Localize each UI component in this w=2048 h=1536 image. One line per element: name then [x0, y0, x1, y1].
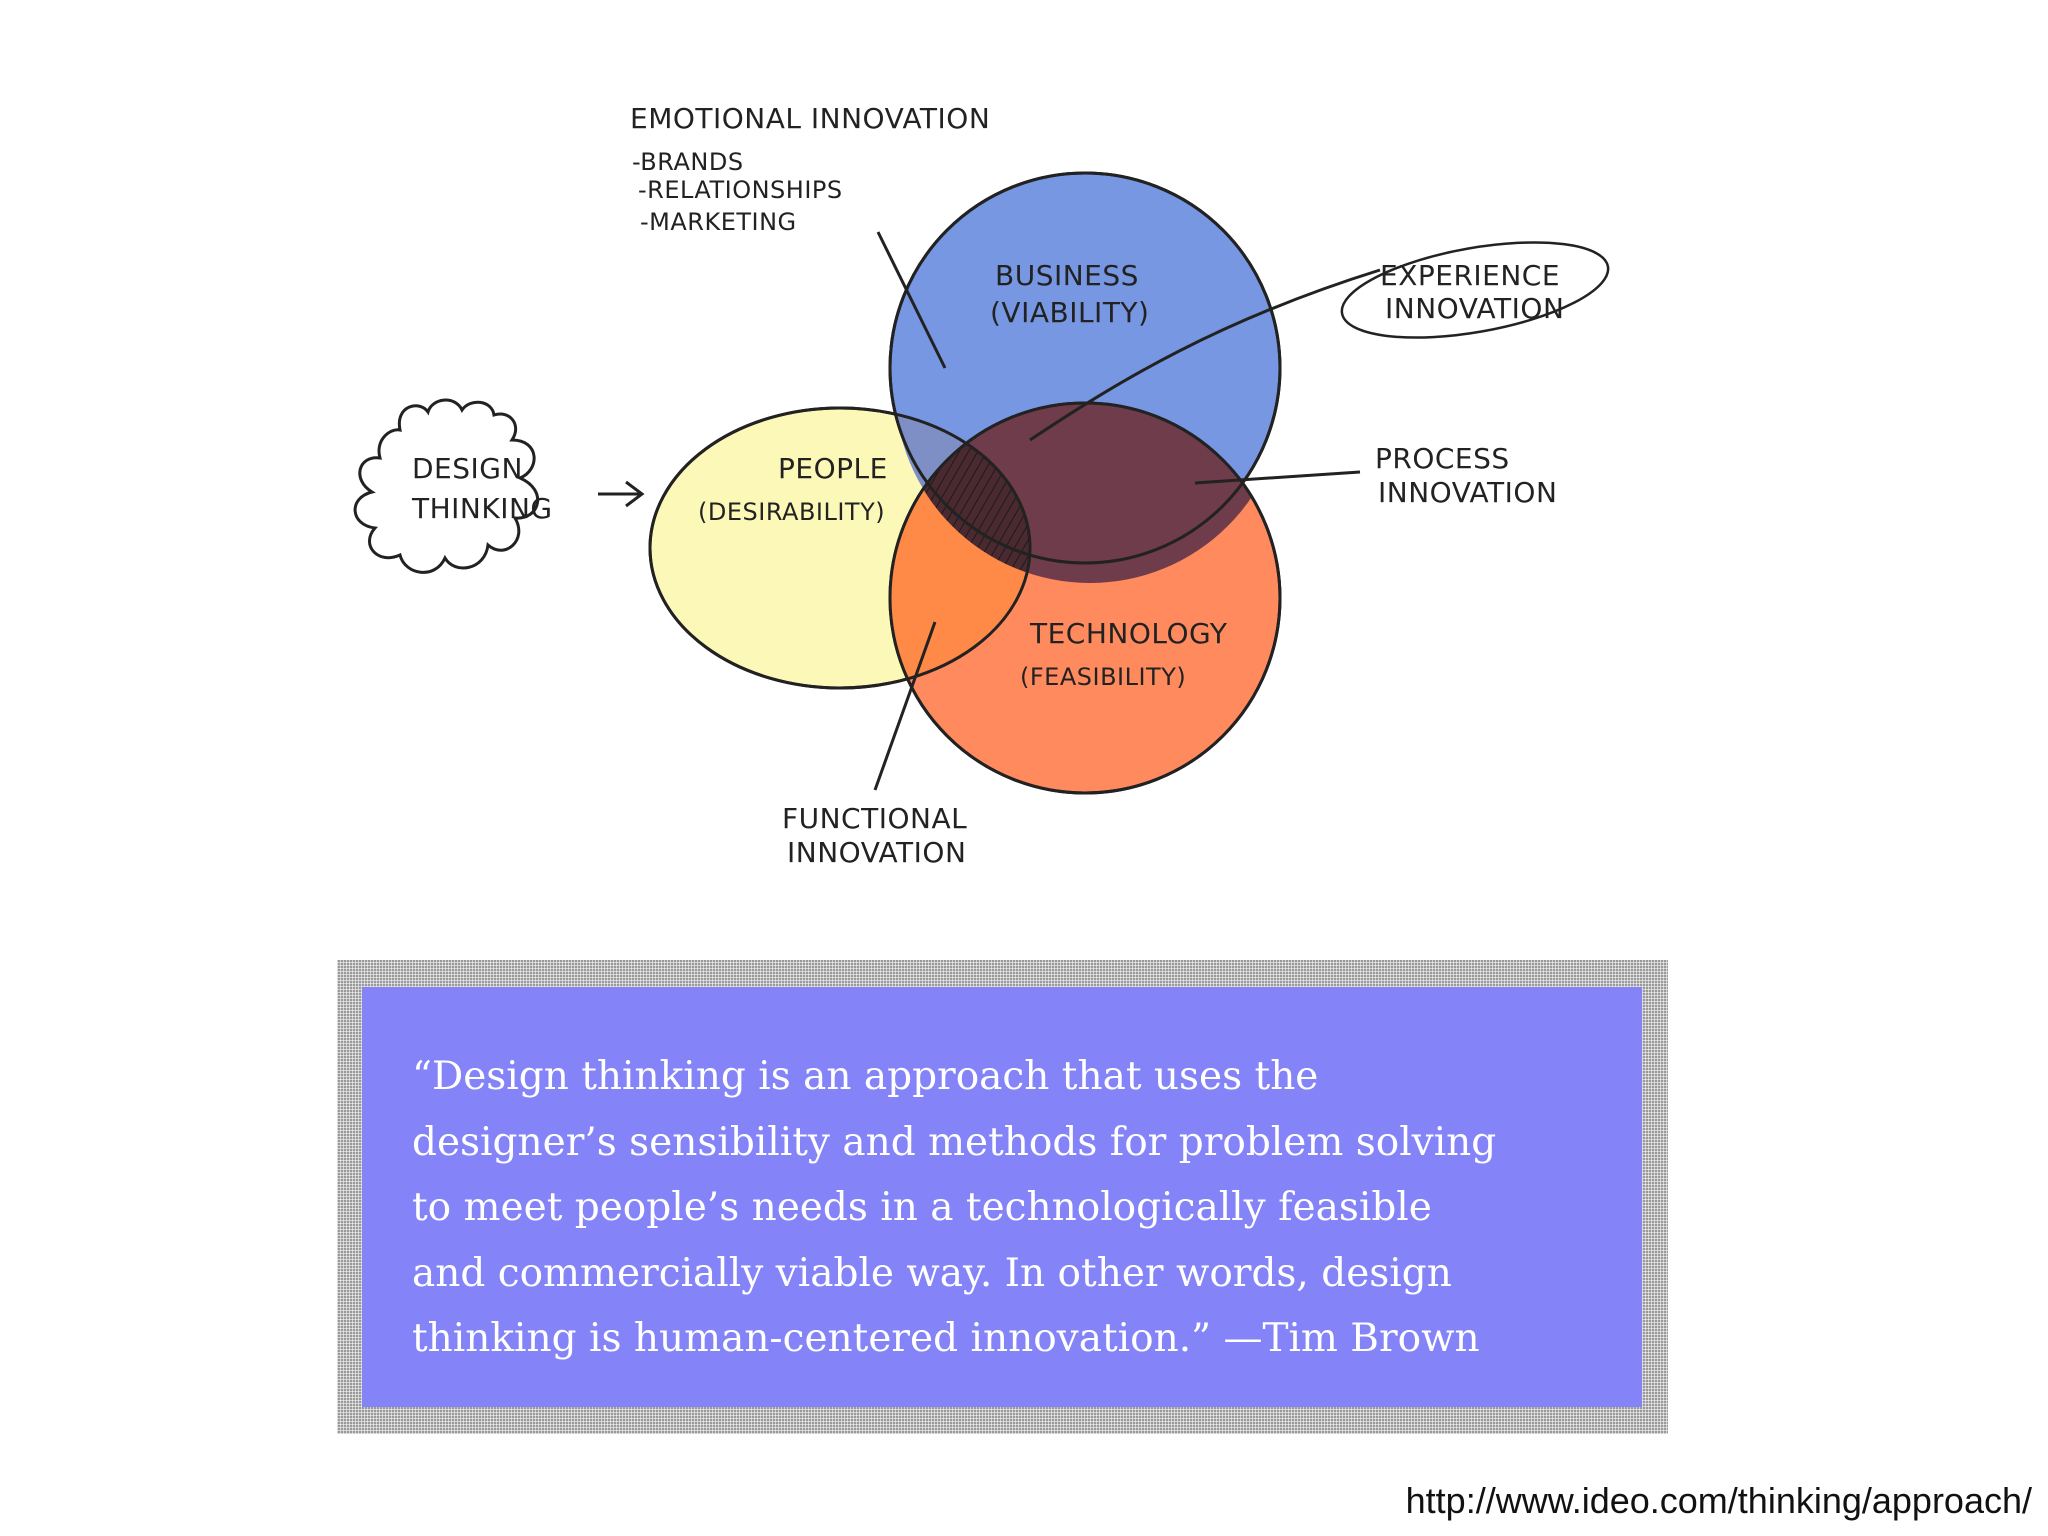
people-label: PEOPLE [778, 452, 888, 485]
business-label: BUSINESS [995, 259, 1139, 292]
emotional-innovation-leader-line [876, 231, 947, 369]
experience-innovation-leader-line [1029, 268, 1381, 442]
technology-label: TECHNOLOGY [1029, 617, 1228, 650]
quote-box: “Design thinking is an approach that use… [362, 987, 1642, 1407]
arrow-right-icon [625, 480, 645, 508]
experience-innovation-line1: EXPERIENCE [1380, 259, 1560, 292]
business-sublabel: (VIABILITY) [990, 296, 1149, 329]
business-circle-outline [888, 171, 1282, 565]
tim-brown-quote: “Design thinking is an approach that use… [412, 1054, 1497, 1361]
source-url: http://www.ideo.com/thinking/approach/ [1405, 1480, 2032, 1521]
emotional-item-relationships: -RELATIONSHIPS [638, 176, 843, 204]
design-thinking-line2: THINKING [411, 492, 553, 525]
experience-innovation-line2: INNOVATION [1385, 292, 1564, 325]
emotional-item-brands: -BRANDS [632, 148, 744, 176]
technology-sublabel: (FEASIBILITY) [1020, 663, 1186, 691]
functional-innovation-line2: INNOVATION [787, 836, 966, 869]
people-circle-outline [648, 406, 1032, 690]
process-innovation-line1: PROCESS [1375, 442, 1510, 475]
emotional-innovation-title: EMOTIONAL INNOVATION [630, 102, 990, 135]
functional-innovation-line1: FUNCTIONAL [782, 802, 967, 835]
center-overlap-hatching [895, 408, 1030, 583]
process-innovation-line2: INNOVATION [1378, 476, 1557, 509]
design-thinking-cloud [353, 398, 540, 574]
design-thinking-line1: DESIGN [412, 452, 523, 485]
emotional-item-marketing: -MARKETING [640, 208, 797, 236]
functional-innovation-leader-line [873, 621, 937, 791]
experience-innovation-loop [1340, 241, 1610, 339]
people-sublabel: (DESIRABILITY) [698, 498, 885, 526]
process-innovation-leader-line [1194, 470, 1361, 485]
